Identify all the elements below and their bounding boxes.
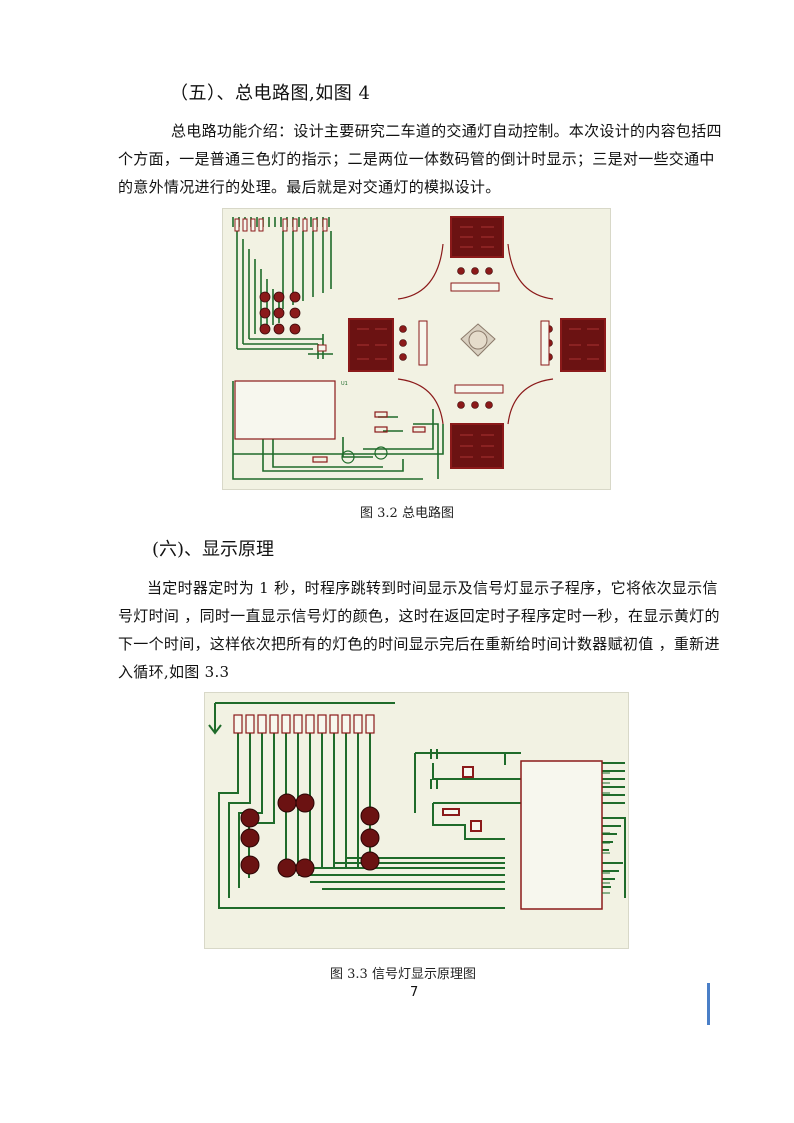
figure-3-2-caption: 图 3.2 总电路图 xyxy=(360,506,454,521)
section-six-heading: (六)、显示原理 xyxy=(152,539,275,560)
section-five-heading: （五）、总电路图,如图 4 xyxy=(170,83,371,104)
page-number: 7 xyxy=(410,985,419,1000)
svg-text:U1: U1 xyxy=(341,381,348,387)
signal-light-diagram xyxy=(208,702,626,910)
figure-signal-light-display xyxy=(204,692,629,949)
section-six-paragraph: 当定时器定时为 1 秒，时程序跳转到时间显示及信号灯显示子程序，它将依次显示信号… xyxy=(118,579,720,681)
figure-total-circuit: U1 xyxy=(222,208,611,490)
figure-3-3-caption: 图 3.3 信号灯显示原理图 xyxy=(330,967,476,982)
page-accent-bar xyxy=(707,983,710,1025)
section-five-paragraph: 总电路功能介绍：设计主要研究二车道的交通灯自动控制。本次设计的内容包括四个方面，… xyxy=(118,122,722,196)
total-circuit-diagram: U1 xyxy=(232,216,606,480)
